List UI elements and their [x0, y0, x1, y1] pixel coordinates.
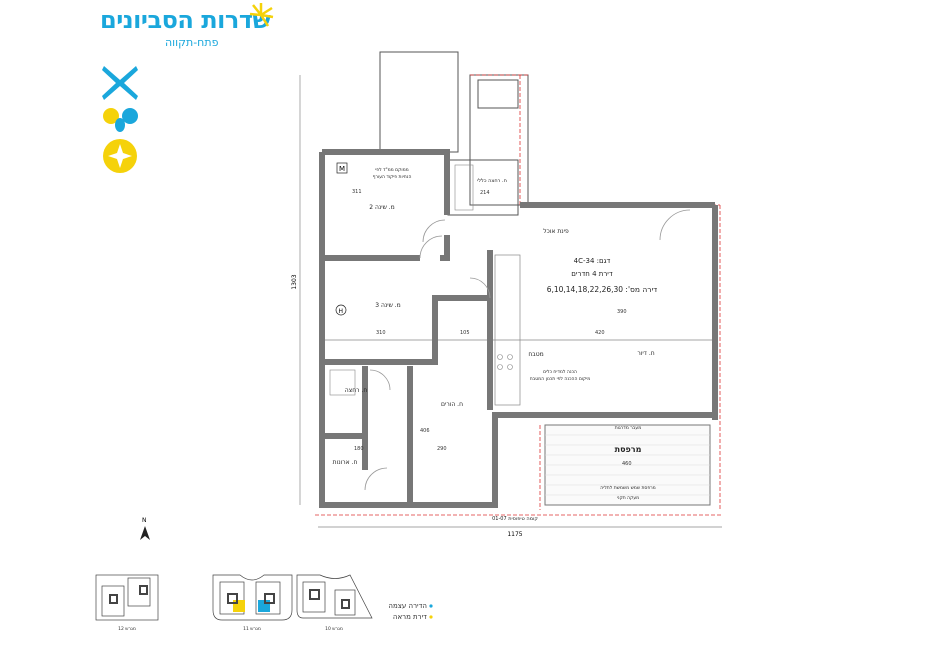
dim-total-height: 1303	[291, 274, 298, 289]
legend: הדירה עצמה דירת מראה	[388, 602, 433, 621]
dim-total-width: 1175	[507, 531, 522, 538]
kitchen-counter	[494, 254, 521, 406]
svg-text:N: N	[142, 517, 147, 524]
mamad-note-2: הנחיות פיקוד העורף	[373, 175, 412, 180]
apartment-numbers: דירה מס': 6,10,14,18,22,26,30	[547, 285, 658, 294]
mirror-apartment-highlight	[233, 600, 245, 612]
marker-h: H	[335, 304, 347, 316]
dim-460: 460	[622, 461, 632, 467]
dim-420: 420	[595, 330, 605, 336]
cooktop-icon	[497, 354, 513, 370]
dim-214: 214	[480, 190, 490, 196]
brand-symbol-icon	[102, 66, 138, 173]
dim-406: 406	[420, 428, 430, 434]
room-label-storage: ח. ארונות	[333, 459, 358, 466]
dim-105: 105	[460, 330, 470, 336]
marker-m: M	[336, 162, 348, 174]
legend-dot-mirror	[429, 615, 433, 619]
key-plan-12	[95, 574, 159, 621]
balcony-exit-note: מעבר מדרגות	[615, 426, 642, 431]
dim-310: 310	[376, 330, 386, 336]
balcony-note-1: מרפסת שמש משמשת לתליה	[600, 486, 655, 491]
legend-mirror: דירת מראה	[393, 613, 427, 621]
neighbour-shafts	[379, 51, 529, 216]
brand-title: שדרות הסביונים	[100, 6, 271, 34]
room-label-general-bath: ח. רחצה כללי	[477, 178, 507, 184]
dim-390: 390	[617, 309, 627, 315]
balcony-deck-lines	[545, 434, 710, 496]
plan-rooms-label: דירת 4 חדרים	[571, 270, 613, 278]
brand-subtitle: פתח-תקווה	[165, 36, 219, 49]
dim-180: 180	[354, 446, 364, 452]
room-label-living: ח. דיור	[637, 350, 654, 357]
room-label-bedroom2: מ. שינה 2	[369, 204, 395, 211]
bathtub-icon	[454, 164, 474, 211]
svg-text:H: H	[339, 308, 344, 315]
room-label-bedroom3: מ. שינה 3	[375, 302, 401, 309]
key-plan-11	[212, 574, 293, 621]
dim-290: 290	[437, 446, 447, 452]
room-label-dining: פינת אוכל	[543, 228, 569, 235]
legend-dot-own	[429, 604, 433, 608]
key-plan-label-10: מגרש 10	[325, 626, 343, 632]
floor-note: קומה טיפוסית 01-07	[492, 516, 538, 522]
plan-type-label: דגם: 4C-34	[574, 257, 611, 265]
svg-text:M: M	[339, 165, 345, 173]
room-label-bath: ח. רחצה	[345, 387, 368, 394]
room-label-balcony: מרפסת	[615, 445, 642, 454]
key-plan-10	[296, 574, 373, 619]
key-plan-label-11: מגרש 11	[243, 626, 261, 632]
room-label-master: ח. הורים	[441, 401, 463, 408]
kitchen-note-1: הכנה למדיח כלים	[543, 370, 577, 375]
dim-311: 311	[352, 189, 362, 195]
dimension-lines	[299, 75, 722, 528]
doors	[364, 209, 691, 491]
mamad-note-1: ממוקם ממ"ד לפי	[375, 167, 408, 173]
sun-logo-icon	[249, 3, 274, 27]
key-plan-label-12: מגרש 12	[118, 626, 136, 632]
toilet-icon	[329, 369, 356, 396]
walls	[319, 149, 718, 508]
legend-own: הדירה עצמה	[388, 602, 427, 610]
north-arrow-icon: N	[140, 517, 150, 540]
balcony-note-2: מעקה תקני	[617, 496, 639, 501]
room-label-kitchen: מטבח	[528, 351, 543, 358]
kitchen-note-2: מיקום ההכנה לפי תכנון המטבח	[530, 377, 591, 382]
